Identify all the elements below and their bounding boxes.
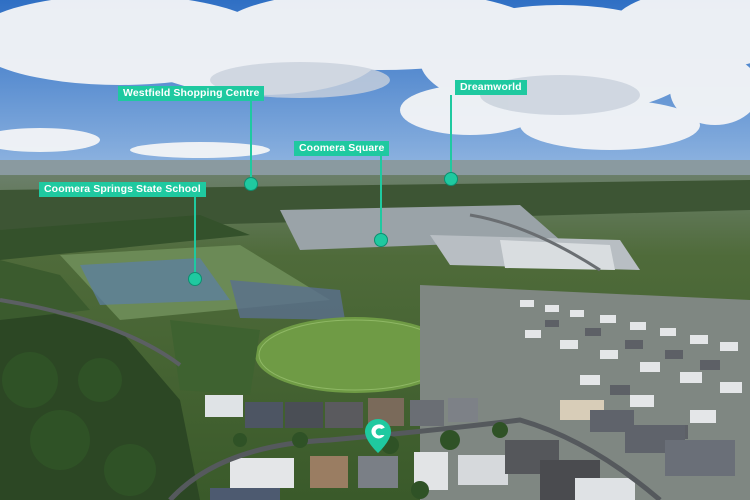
dreamworld-pin-dot <box>444 172 458 186</box>
westfield-pin-dot <box>244 177 258 191</box>
dreamworld-label: Dreamworld <box>455 80 527 95</box>
coomera-springs-pin-line <box>194 197 196 275</box>
dreamworld-pin-line <box>450 95 452 175</box>
coomera-square-pin-line <box>380 156 382 236</box>
coomera-springs-pin-dot <box>188 272 202 286</box>
coomera-square-label: Coomera Square <box>294 141 390 156</box>
coomera-springs-label: Coomera Springs State School <box>39 182 206 197</box>
location-marker-icon <box>365 419 391 453</box>
westfield-pin-line <box>250 101 252 181</box>
coomera-square-pin-dot <box>374 233 388 247</box>
westfield-label: Westfield Shopping Centre <box>118 86 265 101</box>
